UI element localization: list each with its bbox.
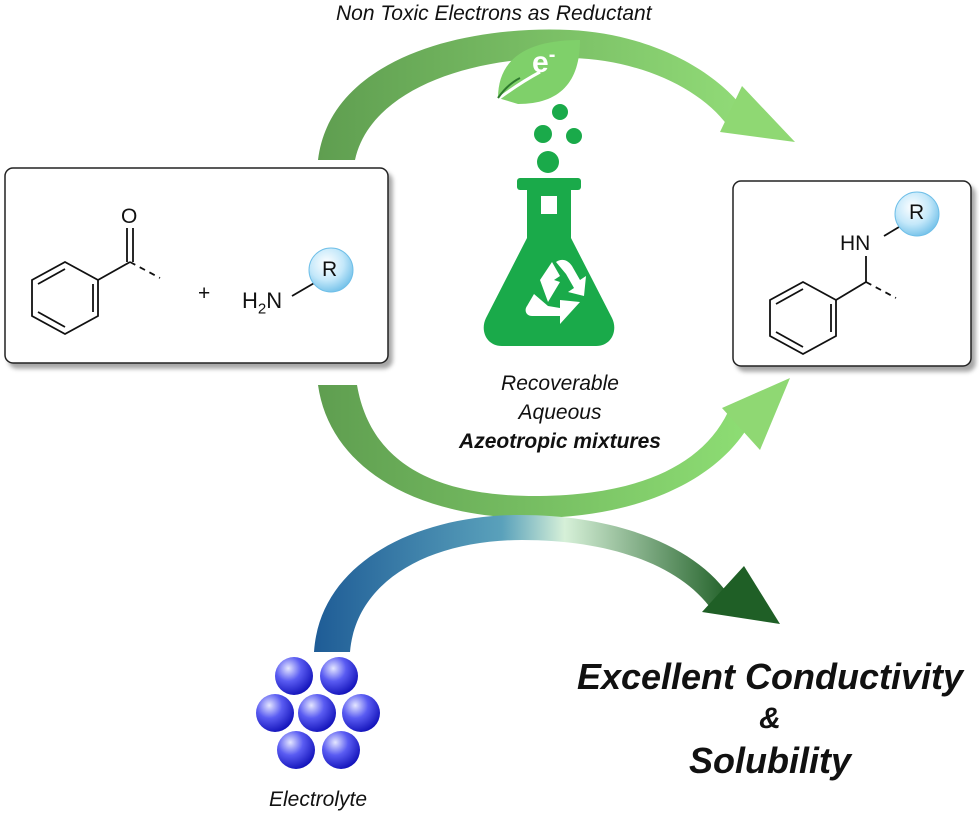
carbonyl-oxygen: O xyxy=(121,205,138,228)
amine-n: N xyxy=(266,288,283,313)
electrolyte-label: Electrolyte xyxy=(268,788,368,811)
reactant-r-label: R xyxy=(322,258,338,281)
flask-icon xyxy=(483,178,615,346)
top-arrow xyxy=(318,29,795,160)
solvent-line-3: Azeotropic mixtures xyxy=(459,430,661,453)
top-label: Non Toxic Electrons as Reductant xyxy=(336,2,652,25)
electrolyte-arrow xyxy=(314,515,780,652)
product-r-label: R xyxy=(909,201,925,224)
bubbles xyxy=(534,104,582,173)
plus-sign: + xyxy=(198,282,211,305)
amine-subscript: 2 xyxy=(257,300,267,318)
amine-h: H xyxy=(242,288,258,313)
electrolyte-spheres xyxy=(256,657,380,769)
leaf-electron-icon xyxy=(493,40,580,104)
property-line-1: Excellent Conductivity xyxy=(576,656,964,697)
product-hn-label: HN xyxy=(840,232,871,255)
product-r-group xyxy=(894,191,940,237)
product-structure xyxy=(769,223,905,356)
electron-letter: e xyxy=(532,46,549,79)
acetophenone-structure xyxy=(31,228,161,336)
property-line-3: Solubility xyxy=(689,740,851,781)
property-line-2: & xyxy=(759,702,781,735)
amine-formula: H2N xyxy=(242,288,282,317)
solvent-line-2: Aqueous xyxy=(518,401,602,424)
electron-symbol: e- xyxy=(532,44,555,80)
reactant-box xyxy=(4,167,389,364)
electron-charge: - xyxy=(548,44,556,66)
amine-r-group xyxy=(291,247,354,297)
bottom-arrow xyxy=(318,378,790,519)
solvent-line-1: Recoverable xyxy=(501,372,619,395)
